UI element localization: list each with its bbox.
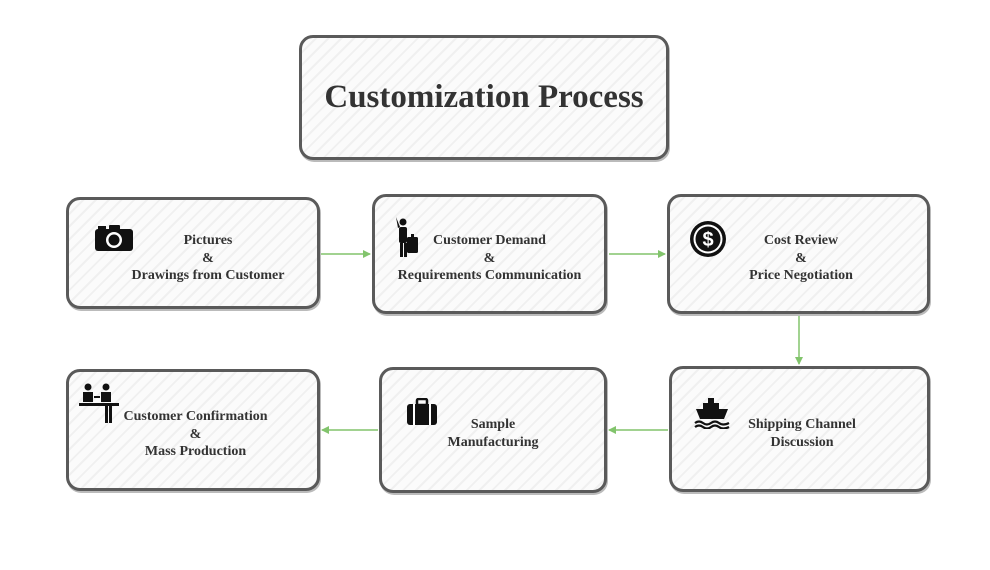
step-cost: $ Cost Review & Price Negotiation — [667, 194, 930, 314]
label-line: Sample — [470, 417, 516, 432]
label-line: Requirements Communication — [397, 268, 582, 283]
ship-icon — [694, 397, 730, 434]
step-shipping: Shipping Channel Discussion — [669, 366, 930, 492]
label-line: Manufacturing — [447, 434, 539, 450]
step-cost-label: Cost Review & Price Negotiation — [675, 232, 927, 285]
label-line: & — [189, 426, 202, 442]
title-box: Customization Process — [299, 35, 669, 160]
label-line: Pictures — [183, 233, 233, 248]
step-shipping-label: Shipping Channel Discussion — [677, 416, 927, 451]
step-pictures-label: Pictures & Drawings from Customer — [99, 232, 317, 285]
label-line: Customer Confirmation — [123, 409, 268, 424]
label-line: & — [795, 250, 807, 266]
label-line: Price Negotiation — [749, 268, 853, 283]
meeting-icon — [79, 382, 119, 429]
camera-icon — [94, 224, 134, 257]
step-demand-label: Customer Demand & Requirements Communica… — [375, 232, 604, 285]
label-line: Shipping Channel — [748, 417, 856, 432]
step-sample-label: Sample Manufacturing — [382, 416, 604, 451]
dollar-coin-icon: $ — [688, 219, 728, 264]
briefcase-icon — [406, 397, 438, 431]
label-line: Customer Demand — [433, 233, 546, 248]
step-demand: Customer Demand & Requirements Communica… — [372, 194, 607, 314]
svg-text:$: $ — [702, 229, 713, 251]
label-line: & — [483, 250, 496, 266]
diagram-title: Customization Process — [324, 79, 644, 115]
label-line: & — [202, 250, 214, 266]
step-confirmation: Customer Confirmation & Mass Production — [66, 369, 320, 491]
step-pictures: Pictures & Drawings from Customer — [66, 197, 320, 309]
label-line: Discussion — [770, 434, 834, 450]
step-sample: Sample Manufacturing — [379, 367, 607, 493]
label-line: Cost Review — [763, 233, 839, 248]
label-line: Drawings from Customer — [131, 268, 285, 283]
step-confirmation-label: Customer Confirmation & Mass Production — [74, 408, 317, 461]
traveler-with-luggage-icon — [392, 217, 420, 264]
label-line: Mass Production — [144, 444, 247, 459]
